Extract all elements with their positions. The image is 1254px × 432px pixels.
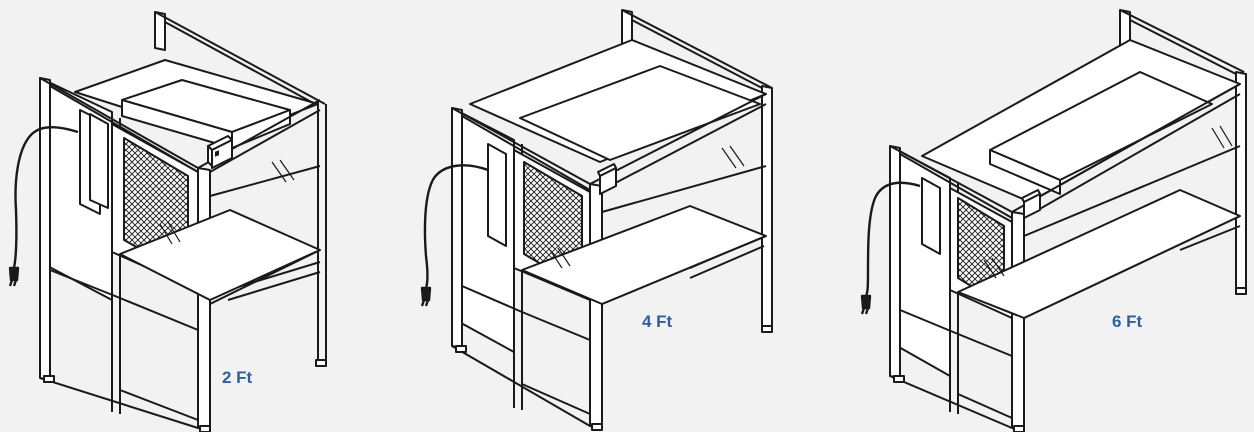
size-label-2ft: 2 Ft bbox=[222, 368, 253, 387]
back-frame bbox=[154, 11, 327, 366]
switch-box-icon bbox=[207, 135, 233, 169]
switch-box-icon bbox=[597, 163, 617, 195]
work-shelf bbox=[521, 205, 767, 305]
glass-reflection bbox=[159, 159, 295, 245]
left-side-panel bbox=[889, 145, 951, 377]
power-cord-icon bbox=[860, 181, 921, 315]
unit-2ft bbox=[8, 11, 327, 432]
glass-reflection bbox=[549, 145, 745, 269]
front-frame bbox=[39, 77, 321, 431]
work-shelf bbox=[957, 189, 1241, 319]
top-box bbox=[74, 59, 319, 149]
left-side-panel bbox=[39, 77, 113, 301]
unit-6ft bbox=[860, 9, 1247, 432]
size-label-4ft: 4 Ft bbox=[642, 312, 673, 331]
power-cord-icon bbox=[8, 126, 79, 287]
unit-4ft bbox=[420, 9, 773, 431]
glass-reflection bbox=[983, 125, 1233, 279]
size-label-6ft: 6 Ft bbox=[1112, 312, 1143, 331]
left-side-panel bbox=[451, 107, 515, 353]
work-shelf bbox=[119, 209, 321, 301]
power-cord-icon bbox=[420, 164, 489, 307]
switch-box-icon bbox=[1021, 189, 1041, 219]
